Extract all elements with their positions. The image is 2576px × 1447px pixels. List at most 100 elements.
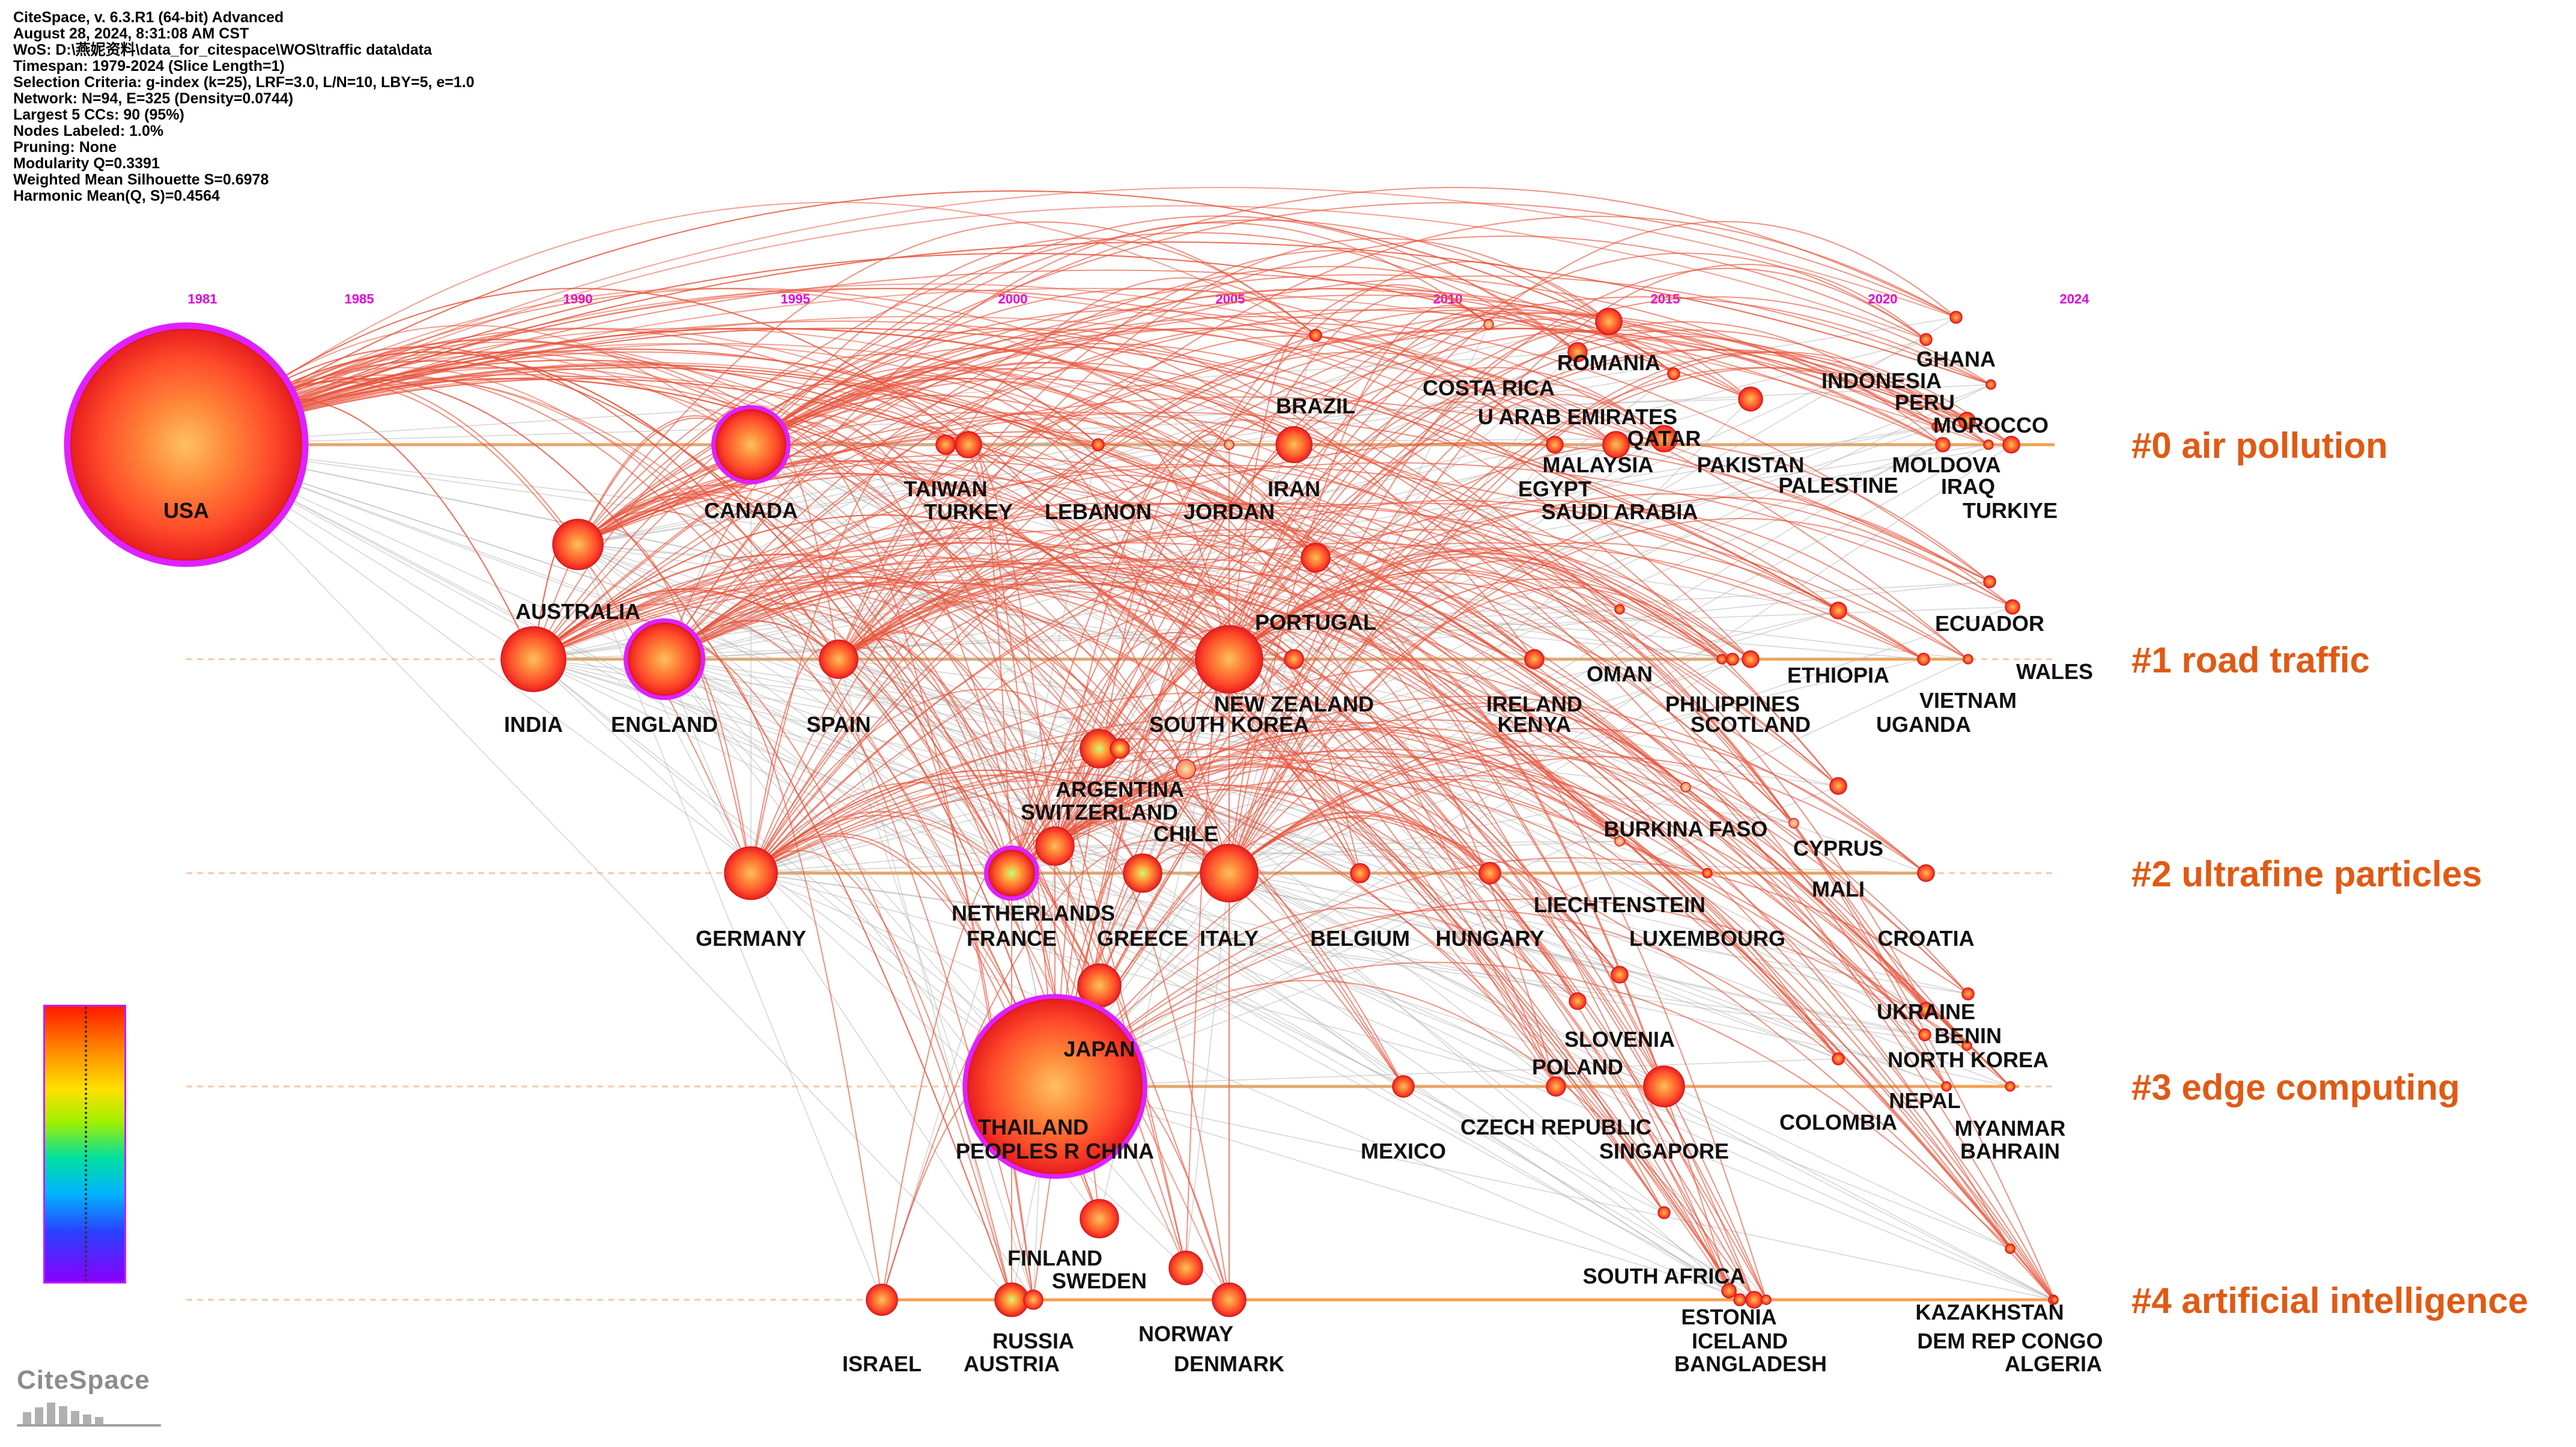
country-node[interactable] <box>1614 836 1625 847</box>
country-node[interactable] <box>1961 1040 1972 1051</box>
country-node[interactable] <box>1917 653 1930 666</box>
country-node[interactable] <box>1702 868 1713 879</box>
country-node[interactable] <box>819 639 858 679</box>
network-link <box>1011 779 2054 1300</box>
network-link <box>1054 267 1927 1087</box>
country-node[interactable] <box>552 519 604 570</box>
country-node[interactable] <box>724 846 778 900</box>
country-node[interactable] <box>1788 818 1799 829</box>
country-node[interactable] <box>1569 992 1587 1010</box>
country-node[interactable] <box>1611 966 1629 984</box>
country-node[interactable] <box>1963 654 1973 665</box>
country-node[interactable] <box>1275 426 1313 463</box>
country-node[interactable] <box>1657 1206 1671 1219</box>
network-link <box>533 565 1404 1087</box>
country-node[interactable] <box>1284 649 1304 669</box>
country-node[interactable] <box>1092 438 1105 451</box>
country-node[interactable] <box>1961 987 1975 1001</box>
country-node[interactable] <box>988 850 1035 897</box>
network-link <box>577 412 1969 660</box>
country-label: GERMANY <box>696 926 806 951</box>
country-node[interactable] <box>70 329 302 561</box>
country-node[interactable] <box>1224 439 1235 450</box>
network-link <box>1054 832 1230 1300</box>
country-node[interactable] <box>1023 1290 1043 1310</box>
network-link <box>1229 775 2011 1249</box>
network-link <box>1054 382 1665 1087</box>
country-node[interactable] <box>1524 649 1545 669</box>
country-node[interactable] <box>866 1284 898 1316</box>
country-node[interactable] <box>1546 436 1564 454</box>
country-node[interactable] <box>1123 853 1162 893</box>
country-node[interactable] <box>2002 436 2020 454</box>
country-node[interactable] <box>1829 602 1847 620</box>
country-node[interactable] <box>1983 575 1996 588</box>
country-node[interactable] <box>1761 1294 1772 1305</box>
country-label: COLOMBIA <box>1779 1110 1897 1135</box>
country-node[interactable] <box>1917 864 1935 882</box>
info-line: Weighted Mean Silhouette S=0.6978 <box>13 171 269 188</box>
country-node[interactable] <box>1643 1065 1685 1107</box>
country-node[interactable] <box>1602 431 1630 458</box>
country-node[interactable] <box>1309 329 1322 342</box>
network-link <box>1054 318 1674 1087</box>
country-node[interactable] <box>2005 599 2020 615</box>
country-node[interactable] <box>1941 1081 1952 1092</box>
country-node[interactable] <box>1832 1052 1845 1065</box>
country-node[interactable] <box>935 434 956 455</box>
country-node[interactable] <box>1918 1028 1931 1041</box>
country-node[interactable] <box>1667 367 1680 380</box>
country-node[interactable] <box>1935 437 1951 452</box>
country-node[interactable] <box>1195 625 1263 693</box>
country-node[interactable] <box>1614 604 1625 615</box>
country-node[interactable] <box>1919 333 1933 346</box>
country-node[interactable] <box>1301 543 1331 573</box>
logo-text: CiteSpace <box>17 1365 150 1395</box>
country-node[interactable] <box>2050 1296 2059 1304</box>
network-link <box>1054 757 1490 874</box>
country-node[interactable] <box>1958 412 1976 430</box>
country-node[interactable] <box>1176 759 1196 779</box>
country-node[interactable] <box>955 431 982 458</box>
country-label: THAILAND <box>978 1115 1089 1139</box>
country-label: INDIA <box>504 712 563 737</box>
country-node[interactable] <box>1742 650 1760 668</box>
country-node[interactable] <box>1212 1282 1247 1317</box>
country-node[interactable] <box>1110 739 1130 759</box>
country-node[interactable] <box>1650 425 1678 452</box>
country-node[interactable] <box>1546 1076 1566 1097</box>
network-link <box>533 587 1100 986</box>
country-node[interactable] <box>1392 1075 1415 1098</box>
network-link <box>838 572 1557 1087</box>
country-node[interactable] <box>1738 386 1763 412</box>
country-label: ISRAEL <box>842 1351 922 1376</box>
country-node[interactable] <box>1483 319 1494 330</box>
country-node[interactable] <box>1350 863 1370 883</box>
country-node[interactable] <box>500 626 567 692</box>
country-node[interactable] <box>1567 342 1588 362</box>
country-label: IRELAND <box>1486 692 1582 716</box>
country-node[interactable] <box>1733 1293 1746 1306</box>
country-node[interactable] <box>1080 1199 1119 1238</box>
country-node[interactable] <box>1478 862 1501 885</box>
country-node[interactable] <box>1949 311 1963 324</box>
country-node[interactable] <box>1726 653 1739 666</box>
network-link-gray <box>664 659 1927 1010</box>
country-node[interactable] <box>628 623 701 696</box>
country-node[interactable] <box>2005 1243 2016 1254</box>
country-node[interactable] <box>2005 1081 2016 1092</box>
country-node[interactable] <box>1035 826 1075 866</box>
country-node[interactable] <box>1680 782 1691 793</box>
country-node[interactable] <box>1983 439 1994 450</box>
country-node[interactable] <box>1200 844 1259 903</box>
country-node[interactable] <box>715 409 786 480</box>
country-node[interactable] <box>1931 421 1942 432</box>
country-node[interactable] <box>1985 379 1996 390</box>
country-node[interactable] <box>1829 777 1847 795</box>
country-node[interactable] <box>1721 1283 1737 1299</box>
country-node[interactable] <box>1716 654 1727 665</box>
country-node[interactable] <box>1168 1251 1203 1285</box>
country-node[interactable] <box>1595 308 1623 335</box>
country-node[interactable] <box>1918 1002 1934 1017</box>
country-node[interactable] <box>967 999 1143 1174</box>
